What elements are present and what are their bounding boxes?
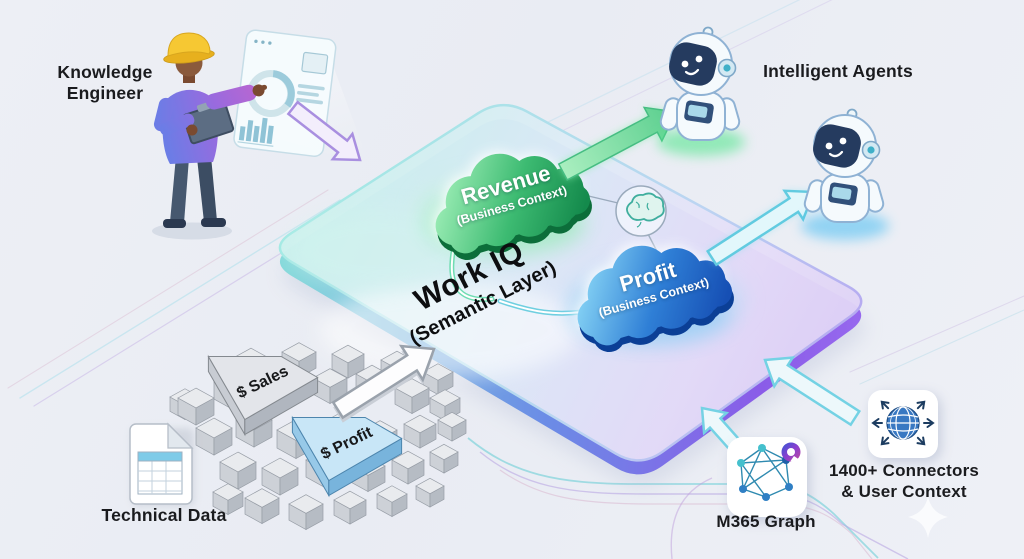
- expand-arrow-icon: [916, 400, 926, 410]
- data-cube-face: [403, 414, 437, 434]
- screen-to-platform-arrow: [286, 100, 362, 162]
- m365-logo-icon: [781, 442, 801, 465]
- profit-cloud: [574, 243, 734, 353]
- network-graph-icon: [737, 444, 793, 501]
- data-cube-face: [429, 389, 461, 407]
- profit-to-agent-arrow: [705, 189, 816, 267]
- screen-to-platform-arrow: [286, 100, 362, 162]
- connectors-label: 1400+ Connectors & User Context: [814, 461, 994, 502]
- spreadsheet-document-icon: [129, 422, 194, 506]
- m365-graph-label: M365 Graph: [716, 512, 816, 531]
- data-cube-face: [281, 342, 317, 362]
- knowledge-engineer-figure: [152, 32, 268, 240]
- data-cube-face: [437, 411, 467, 429]
- technical-data-label: Technical Data: [101, 505, 227, 525]
- data-cubes-front: [212, 415, 445, 531]
- data-cube-face: [195, 417, 233, 439]
- expand-arrow-icon: [871, 418, 883, 428]
- connectors-label-line1: 1400+ Connectors: [828, 461, 980, 480]
- data-to-platform-arrow: [331, 344, 436, 420]
- globe-expand-icon: [871, 400, 935, 446]
- revenue-to-agent-arrow: [557, 106, 678, 181]
- sales-slab-top: [207, 356, 319, 421]
- data-cube-face: [177, 387, 215, 409]
- agent-flow-arrows: [557, 106, 816, 267]
- data-cube-face: [429, 443, 459, 461]
- data-cube-face: [331, 344, 365, 364]
- data-cube-face: [376, 485, 408, 503]
- data-cube-face: [261, 457, 299, 479]
- robot-agent-icon: [801, 108, 887, 224]
- expand-arrow-icon: [880, 436, 890, 446]
- agent1-glow: [657, 128, 745, 156]
- expand-arrow-icon: [916, 436, 926, 446]
- connectors-card: [868, 390, 941, 462]
- data-cube-face: [415, 477, 445, 495]
- data-cube-face: [312, 368, 348, 388]
- expand-arrow-icon: [880, 400, 890, 410]
- connectors-to-platform-arrow: [763, 356, 862, 427]
- agent2-glow: [801, 212, 889, 240]
- data-cube-face: [288, 494, 324, 514]
- data-slabs: [207, 354, 319, 437]
- intelligent-agents-label: Intelligent Agents: [763, 61, 913, 81]
- robot-agent-icon: [657, 26, 743, 142]
- data-to-platform-arrow: [331, 344, 436, 423]
- connectors-label-line2: & User Context: [841, 481, 967, 501]
- m365-graph-card: [727, 437, 810, 522]
- data-cube-face: [333, 490, 367, 510]
- expand-arrow-icon: [923, 418, 935, 428]
- sparkle-icon: [908, 496, 948, 538]
- revenue-cloud: [432, 151, 592, 261]
- circuit-traces: [467, 437, 909, 559]
- data-cube-face: [391, 450, 425, 470]
- knowledge-engineer-label: Knowledge Engineer: [57, 62, 153, 104]
- data-cube-face: [219, 451, 257, 473]
- data-cube-face: [212, 483, 244, 501]
- data-cube-face: [244, 488, 280, 508]
- brain-icon-glyph: [626, 192, 665, 222]
